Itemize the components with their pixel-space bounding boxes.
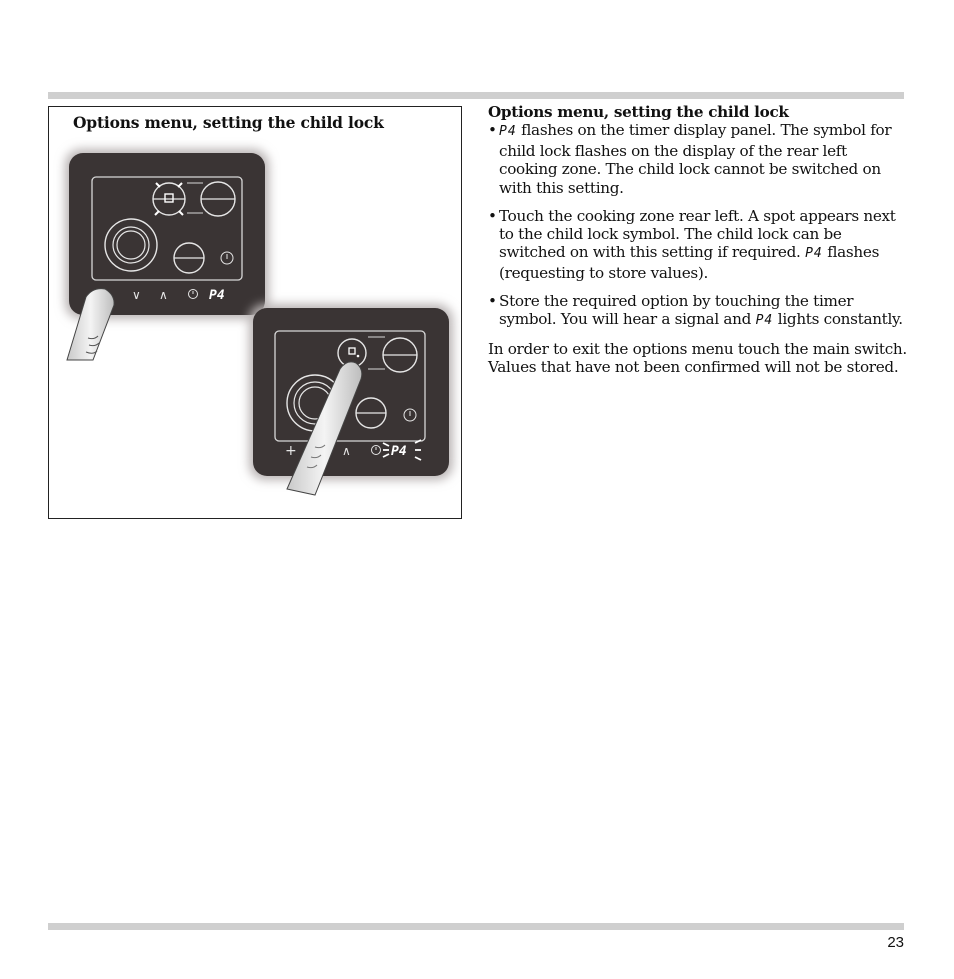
control-panel-1: ∨ ∧ P4 bbox=[65, 149, 269, 319]
timer-display-p4-2: P4 bbox=[391, 444, 407, 459]
top-rule bbox=[48, 92, 904, 99]
bottom-rule bbox=[48, 923, 904, 930]
bullet-text: flashes (requesting to store values). bbox=[499, 243, 880, 282]
down-icon: ∨ bbox=[132, 288, 141, 302]
child-lock-zone-icon bbox=[152, 182, 186, 216]
bullet-item: •P4 flashes on the timer display panel. … bbox=[488, 121, 908, 197]
bullet-text: lights constantly. bbox=[773, 310, 903, 329]
up-icon-2: ∧ bbox=[342, 444, 351, 458]
closing-paragraph: In order to exit the options menu touch … bbox=[488, 339, 907, 377]
power-icon bbox=[220, 251, 234, 265]
timer-icon-2 bbox=[371, 445, 381, 455]
bullet-item: •Store the required option by touching t… bbox=[488, 292, 908, 331]
bullet-dot: • bbox=[488, 121, 497, 140]
bullet-dot: • bbox=[488, 291, 497, 310]
finger-1 bbox=[66, 288, 115, 361]
section-heading: Options menu, setting the child lock bbox=[488, 103, 789, 121]
cooktop-illustration: ∨ ∧ P4 bbox=[65, 149, 453, 496]
finger-2 bbox=[286, 361, 363, 496]
plus-icon: + bbox=[285, 443, 297, 459]
timer-icon bbox=[188, 289, 198, 299]
p4-symbol: P4 bbox=[499, 124, 517, 140]
bullet-text: Store the required option by touching th… bbox=[499, 291, 854, 329]
figure-title: Options menu, setting the child lock bbox=[73, 113, 384, 132]
timer-display-p4: P4 bbox=[209, 288, 225, 303]
up-icon: ∧ bbox=[159, 288, 168, 302]
figure-box: ∨ ∧ P4 bbox=[48, 106, 462, 519]
text-column: Options menu, setting the child lock •P4… bbox=[488, 103, 908, 377]
p4-symbol: P4 bbox=[755, 313, 774, 329]
bullet-dot: • bbox=[488, 206, 497, 225]
bullet-item: •Touch the cooking zone rear left. A spo… bbox=[488, 207, 908, 283]
bullet-text: flashes on the timer display panel. The … bbox=[499, 121, 892, 197]
p4-symbol: P4 bbox=[805, 246, 823, 262]
page-number: 23 bbox=[887, 934, 904, 951]
bullet-text: Touch the cooking zone rear left. A spot… bbox=[499, 206, 896, 262]
